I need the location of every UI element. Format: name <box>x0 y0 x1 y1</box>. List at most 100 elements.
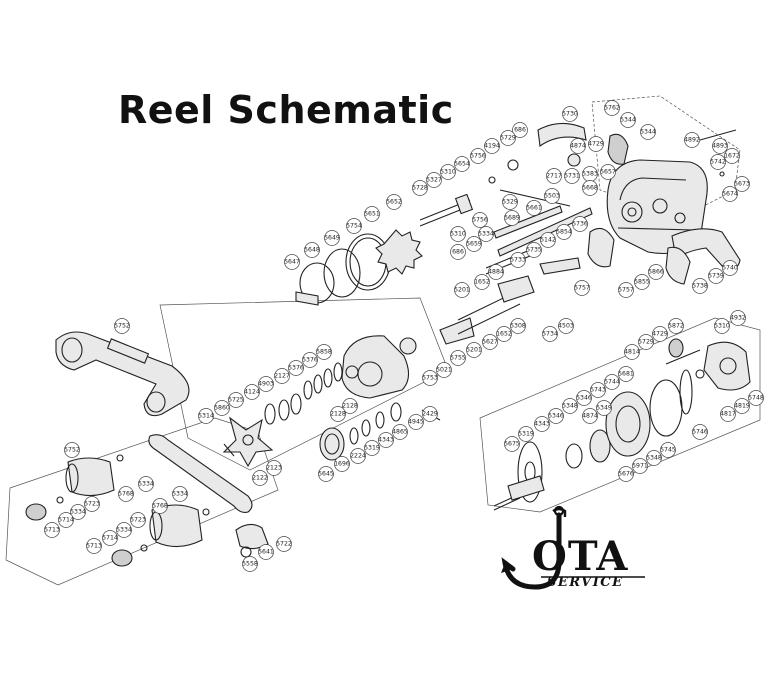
callout-5376b: 5376 <box>288 360 304 376</box>
callout-5344b: 5344 <box>640 124 656 140</box>
callout-5731: 5731 <box>564 168 580 184</box>
page-title: Reel Schematic <box>118 88 454 132</box>
handle-bottom <box>25 434 269 567</box>
part-number: 5654 <box>454 161 470 168</box>
callout-5742: 5742 <box>710 154 726 170</box>
part-number: 5681 <box>618 371 634 378</box>
part-number: 5855 <box>634 279 650 286</box>
callout-5349: 5349 <box>596 400 612 416</box>
part-number: 4343 <box>534 421 550 428</box>
part-number: 4503 <box>558 323 574 330</box>
part-number: 5731 <box>564 173 580 180</box>
part-number: 2224 <box>350 453 366 460</box>
part-number: 5742 <box>710 159 726 166</box>
drive-gear-assembly <box>295 159 593 345</box>
callout-5334e: 5334 <box>116 522 132 538</box>
callout-5723: 5723 <box>84 496 100 512</box>
callout-5756b: 5756 <box>472 212 488 228</box>
part-number: 5641 <box>258 549 274 556</box>
part-number: 5201 <box>466 347 482 354</box>
callout-686b: 686 <box>450 244 466 260</box>
part-number: 5752 <box>64 447 80 454</box>
callout-5768b: 5768 <box>152 498 168 514</box>
part-number: 5676 <box>618 471 634 478</box>
callout-5319b: 5319 <box>518 426 534 442</box>
callout-5348b: 5348 <box>646 450 662 466</box>
callout-5654: 5654 <box>454 156 470 172</box>
spool-assembly <box>493 338 751 511</box>
callout-5971: 5971 <box>632 458 648 474</box>
callout-5729: 5729 <box>500 130 516 146</box>
part-number: 2717 <box>546 173 562 180</box>
callout-5334c: 5334 <box>70 504 86 520</box>
part-number: 2127 <box>274 373 290 380</box>
callout-5673: 5673 <box>734 176 750 192</box>
part-number: 5745 <box>660 447 676 454</box>
part-number: 5201 <box>454 287 470 294</box>
callout-4343b: 4343 <box>534 416 550 432</box>
callout-5668: 5668 <box>582 180 598 196</box>
callout-2717: 2717 <box>546 168 562 184</box>
part-number: 2429 <box>422 411 438 418</box>
part-number: 5021 <box>436 367 452 374</box>
part-number: 5348 <box>646 455 662 462</box>
part-number: 5376 <box>302 357 318 364</box>
callout-5310b: 5310 <box>450 226 466 242</box>
part-number: 686 <box>514 127 526 134</box>
part-number: 4884 <box>488 269 504 276</box>
part-number: 5971 <box>632 463 648 470</box>
callout-5310: 5310 <box>440 164 456 180</box>
part-number: 5746 <box>692 429 708 436</box>
callout-5854: 5854 <box>556 224 572 240</box>
callout-5329: 5329 <box>502 194 518 210</box>
part-number: 5334 <box>172 491 188 498</box>
part-number: 1652 <box>474 279 490 286</box>
callout-5558: 5558 <box>242 556 258 572</box>
part-number: 5756 <box>472 217 488 224</box>
callout-5745: 5745 <box>660 442 676 458</box>
part-number: 5729 <box>500 135 516 142</box>
part-number: 5314 <box>198 413 214 420</box>
part-number: 5329 <box>502 199 518 206</box>
part-number: 5860 <box>214 405 230 412</box>
part-number: 5310 <box>450 231 466 238</box>
callout-5860: 5860 <box>214 400 230 416</box>
callout-1652b: 1652 <box>496 326 512 342</box>
callout-2127: 2127 <box>274 368 290 384</box>
part-number: 5753 <box>422 375 438 382</box>
frame-assembly <box>222 335 441 468</box>
callout-5344: 5344 <box>620 112 636 128</box>
part-number: 4865 <box>392 429 408 436</box>
part-number: 5728 <box>412 185 428 192</box>
part-number: 5661 <box>526 205 542 212</box>
jota-service-logo: OTA SERVICE <box>495 505 655 597</box>
part-number: 5319 <box>364 445 380 452</box>
callout-5734: 5734 <box>542 326 558 342</box>
callout-4503: 4503 <box>558 318 574 334</box>
part-number: 5668 <box>582 185 598 192</box>
callout-5728: 5728 <box>412 180 428 196</box>
callout-4819: 4819 <box>734 398 750 414</box>
part-number: 5675 <box>504 441 520 448</box>
part-number: 5383 <box>582 171 598 178</box>
handle-top <box>55 331 190 417</box>
callout-5675: 5675 <box>504 436 520 452</box>
callout-5872: 5872 <box>668 318 684 334</box>
part-number: 4892 <box>684 137 700 144</box>
part-number: 5754 <box>346 223 362 230</box>
part-number: 5648 <box>304 247 320 254</box>
side-plate-assembly <box>537 122 741 285</box>
callout-5725: 5725 <box>228 392 244 408</box>
part-number: 4343 <box>378 437 394 444</box>
callout-5201b: 5201 <box>466 342 482 358</box>
callout-4124: 4124 <box>244 384 260 400</box>
part-number: 5723 <box>130 517 146 524</box>
part-number: 5651 <box>364 211 380 218</box>
callout-4945: 4945 <box>408 414 424 430</box>
callout-5652: 5652 <box>386 194 402 210</box>
callout-5327: 5327 <box>426 172 442 188</box>
part-number: 4932 <box>730 315 746 322</box>
callout-5762: 5762 <box>604 100 620 116</box>
part-number: 5334 <box>70 509 86 516</box>
